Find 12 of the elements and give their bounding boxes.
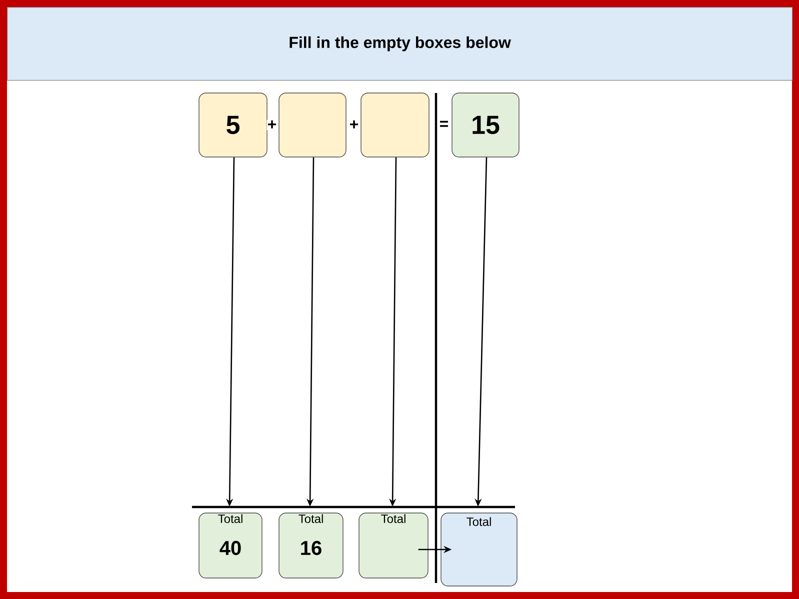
operator-sign: + xyxy=(266,120,278,130)
operator-sign: + xyxy=(348,120,360,130)
empty-box xyxy=(278,92,346,158)
total-box: Total 16 xyxy=(278,512,344,578)
title-banner: Fill in the empty boxes below xyxy=(7,7,793,81)
total-box: Total 40 xyxy=(198,512,262,578)
total-box: Total xyxy=(358,512,428,578)
empty-box xyxy=(360,92,430,158)
total-box: Total xyxy=(440,512,518,586)
number-box: 5 xyxy=(198,92,268,158)
number-box: 15 xyxy=(452,92,520,158)
operator-sign: = xyxy=(438,120,450,130)
